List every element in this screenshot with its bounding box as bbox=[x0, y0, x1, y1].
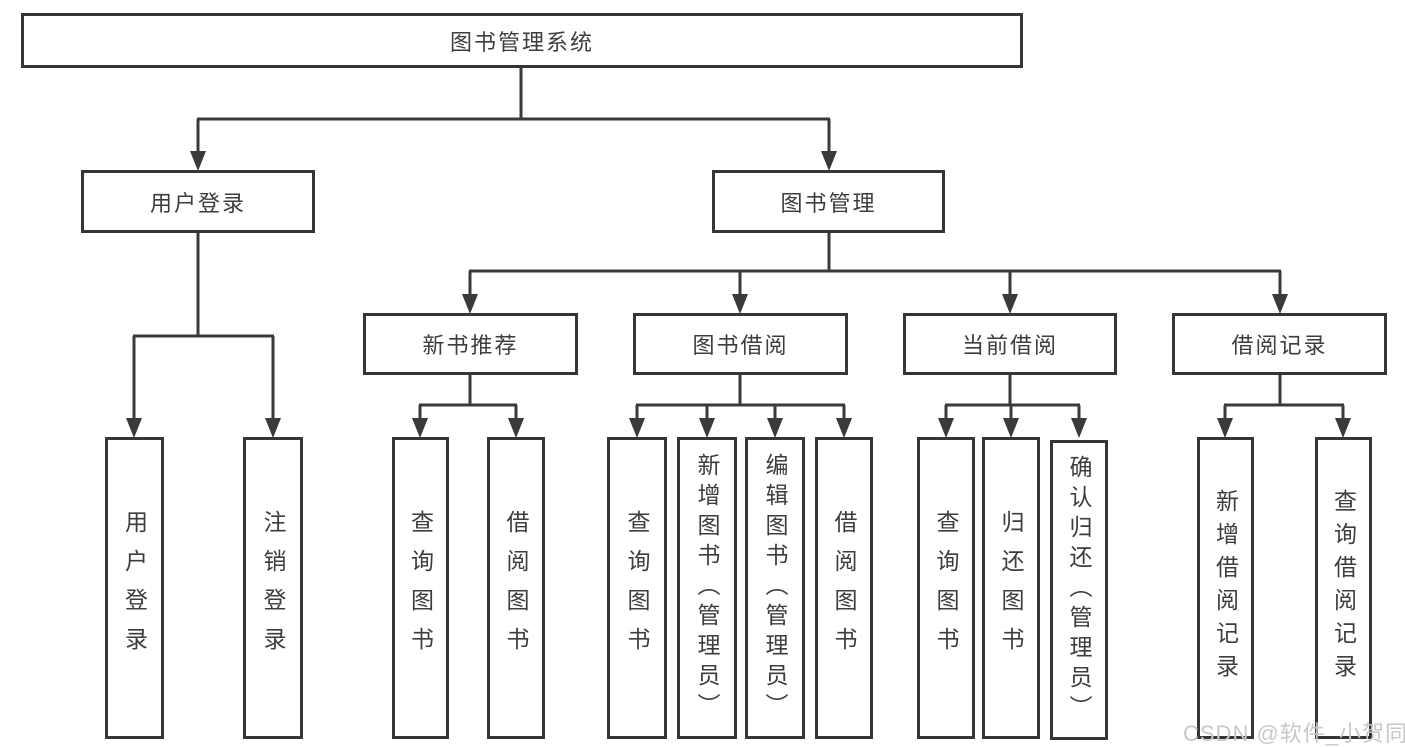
arrowhead bbox=[699, 418, 715, 438]
leaf-return-books: 归还图书 bbox=[982, 437, 1040, 739]
arrowhead bbox=[1335, 418, 1351, 438]
arrowhead bbox=[821, 151, 837, 171]
arrowhead bbox=[1272, 294, 1288, 314]
arrowhead bbox=[1003, 418, 1019, 438]
connector-bookmgmt-to-level3 bbox=[468, 233, 1282, 295]
node-root-book-management-system: 图书管理系统 bbox=[21, 13, 1023, 68]
node-current-borrowing: 当前借阅 bbox=[903, 313, 1117, 375]
arrowhead bbox=[508, 418, 524, 438]
connector-newbook-to-leaves bbox=[418, 375, 518, 419]
leaf-add-borrow-record: 新增借阅记录 bbox=[1197, 437, 1254, 739]
connector-borrowing-to-leaves bbox=[635, 375, 846, 419]
csdn-watermark: CSDN @软件_小贺同学 bbox=[1183, 721, 1405, 746]
arrowhead bbox=[1217, 418, 1233, 438]
leaf-borrow-books: 借阅图书 bbox=[815, 437, 873, 739]
leaf-borrow-books: 借阅图书 bbox=[487, 437, 545, 739]
leaf-query-books: 查询图书 bbox=[917, 437, 975, 739]
arrowhead bbox=[1002, 294, 1018, 314]
node-new-book-recommend: 新书推荐 bbox=[363, 313, 578, 375]
leaf-logout: 注销登录 bbox=[243, 437, 303, 739]
node-book-borrowing: 图书借阅 bbox=[633, 313, 848, 375]
arrowhead bbox=[767, 418, 783, 438]
connector-current-to-leaves bbox=[944, 375, 1081, 419]
node-user-login: 用户登录 bbox=[81, 170, 315, 233]
arrowhead bbox=[412, 418, 428, 438]
arrowhead bbox=[1071, 418, 1087, 438]
leaf-query-books: 查询图书 bbox=[607, 437, 667, 739]
node-borrow-records: 借阅记录 bbox=[1172, 313, 1387, 375]
leaf-confirm-return-admin: 确认归还（管理员） bbox=[1050, 440, 1108, 740]
arrowhead bbox=[836, 418, 852, 438]
arrowhead bbox=[190, 151, 206, 171]
arrowhead bbox=[462, 294, 478, 314]
leaf-user-login: 用户登录 bbox=[105, 437, 164, 739]
arrowhead bbox=[732, 294, 748, 314]
node-book-management: 图书管理 bbox=[712, 170, 945, 233]
connector-userlogin-to-leaves bbox=[132, 233, 275, 419]
leaf-query-borrow-record: 查询借阅记录 bbox=[1315, 437, 1372, 739]
leaf-add-books-admin: 新增图书（管理员） bbox=[677, 437, 737, 739]
connector-root-to-level2 bbox=[196, 68, 831, 152]
arrowhead bbox=[126, 418, 142, 438]
leaf-query-books: 查询图书 bbox=[392, 437, 449, 739]
arrowhead bbox=[938, 418, 954, 438]
arrowhead bbox=[265, 418, 281, 438]
connector-records-to-leaves bbox=[1223, 375, 1345, 419]
leaf-edit-books-admin: 编辑图书（管理员） bbox=[745, 437, 805, 739]
arrowhead bbox=[629, 418, 645, 438]
